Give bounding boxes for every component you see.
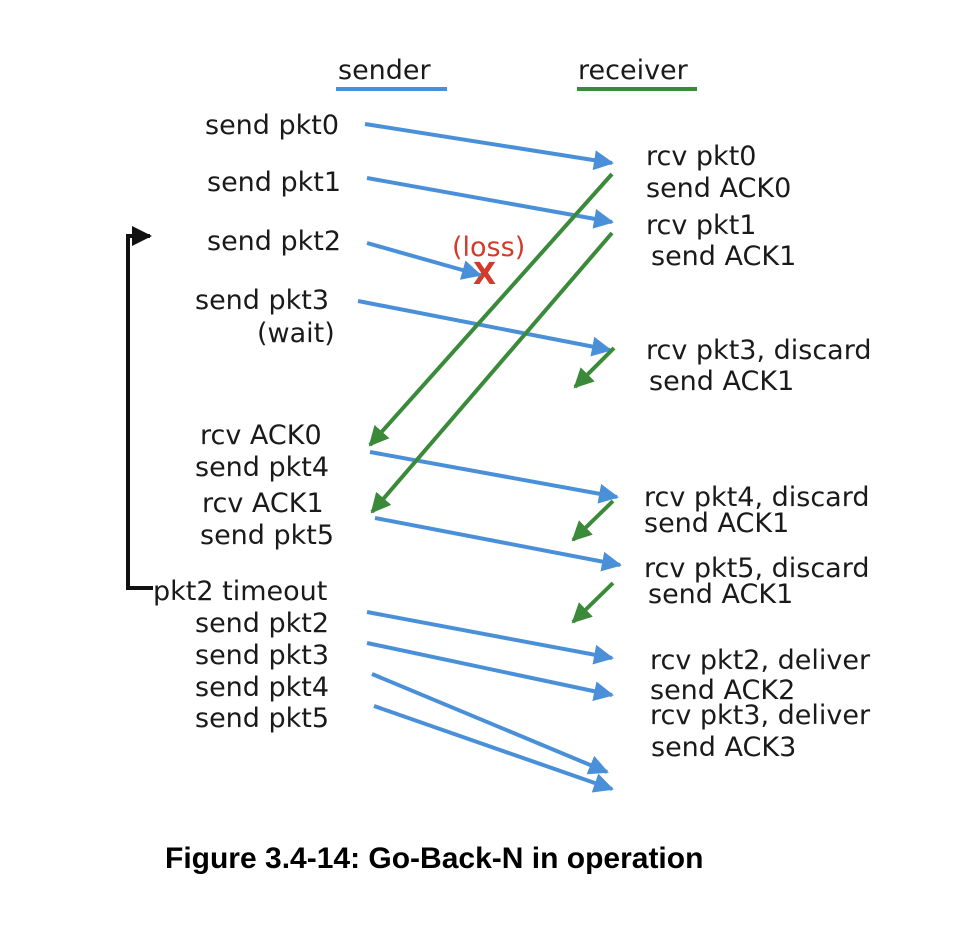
receiver-label: send ACK2 <box>650 675 795 706</box>
receiver-label: rcv pkt0 <box>646 141 756 172</box>
sender-label: send pkt1 <box>207 167 341 198</box>
data-arrow-pkt5-resend <box>373 704 614 793</box>
sender-label: send pkt5 <box>200 520 334 551</box>
receiver-label: send ACK1 <box>649 366 794 397</box>
sender-label: send pkt2 <box>207 226 341 257</box>
sender-label: send pkt0 <box>205 110 339 141</box>
figure-caption: Figure 3.4-14: Go-Back-N in operation <box>165 842 703 875</box>
ack-arrow-ack1 <box>370 231 614 514</box>
ack-arrow-ack1-dup <box>573 346 616 389</box>
sender-label: (wait) <box>257 318 335 349</box>
data-arrow-pkt1 <box>366 176 614 229</box>
receiver-label: rcv pkt4, discard <box>644 482 869 513</box>
data-arrow-pkt4-resend <box>371 672 609 775</box>
receiver-label: rcv pkt3, deliver <box>650 700 871 731</box>
sender-label: send pkt4 <box>195 452 329 483</box>
receiver-label: send ACK0 <box>646 173 791 204</box>
receiver-label: rcv pkt3, discard <box>646 335 871 366</box>
ack-arrow-ack1-dup <box>571 499 615 542</box>
data-arrow-pkt2-resend <box>366 610 614 665</box>
receiver-label: send ACK1 <box>648 579 793 610</box>
loss-label: (loss) <box>452 232 525 263</box>
receiver-label: rcv pkt5, discard <box>644 553 869 584</box>
timeout-bracket <box>126 226 153 590</box>
data-arrow-pkt3-resend <box>366 641 614 702</box>
sender-label: send pkt5 <box>195 703 329 734</box>
sender-label: send pkt2 <box>195 608 329 639</box>
receiver-label: send ACK1 <box>644 508 789 539</box>
sender-label: rcv ACK1 <box>202 488 324 519</box>
ack-arrow-ack1-dup <box>571 581 615 624</box>
sender-label: send pkt3 <box>195 285 329 316</box>
ack-arrow-ack0 <box>368 172 614 447</box>
data-arrow-pkt2-lost <box>366 241 482 280</box>
receiver-label: send ACK3 <box>651 732 796 763</box>
sender-label: send pkt3 <box>195 640 329 671</box>
sender-label: rcv ACK0 <box>200 420 322 451</box>
data-arrow-pkt4 <box>369 450 619 504</box>
data-arrow-pkt3 <box>357 299 612 357</box>
sender-label: send pkt4 <box>195 672 329 703</box>
receiver-label: rcv pkt2, deliver <box>650 645 871 676</box>
receiver-label: rcv pkt1 <box>646 210 756 241</box>
data-arrow-pkt0 <box>364 122 614 171</box>
sender-header: sender <box>338 55 432 86</box>
sender-label: pkt2 timeout <box>153 576 327 607</box>
receiver-header: receiver <box>578 55 689 86</box>
data-arrow-pkt5 <box>374 516 622 572</box>
receiver-label: send ACK1 <box>651 241 796 272</box>
